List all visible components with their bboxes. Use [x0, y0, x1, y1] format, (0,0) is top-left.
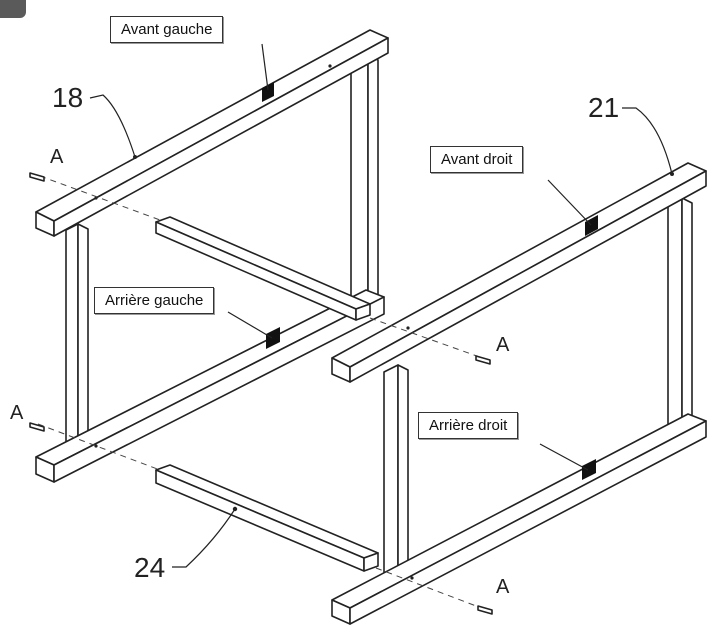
corner-tab [0, 0, 26, 18]
screw-label-a-right-bottom: A [496, 576, 510, 598]
part-number-18: 18 [52, 82, 84, 113]
label-arriere-gauche: Arrière gauche [94, 287, 215, 314]
label-arriere-droit: Arrière droit [418, 412, 519, 439]
screw-icon [29, 172, 493, 615]
right-rear-leg [667, 197, 693, 429]
screw-label-a-bottom-left: A [10, 402, 24, 424]
part-number-21: 21 [588, 92, 620, 123]
right-top-rail-21 [331, 162, 707, 383]
crossbar-top [155, 216, 371, 321]
screw-guides [37, 175, 493, 613]
left-top-rail-18 [35, 29, 389, 237]
crossbar-bottom-24 [155, 464, 379, 572]
left-rear-leg [350, 54, 379, 308]
screw-label-a-top-left: A [50, 146, 64, 168]
right-front-leg [383, 364, 409, 583]
leader-lines [89, 43, 673, 568]
left-bottom-rail [35, 289, 385, 483]
right-bottom-rail [331, 413, 707, 625]
label-avant-gauche: Avant gauche [110, 16, 224, 43]
left-front-leg [65, 223, 89, 459]
screw-label-a-right-middle: A [496, 334, 510, 356]
part-number-24: 24 [134, 552, 166, 583]
label-avant-droit: Avant droit [430, 146, 524, 173]
